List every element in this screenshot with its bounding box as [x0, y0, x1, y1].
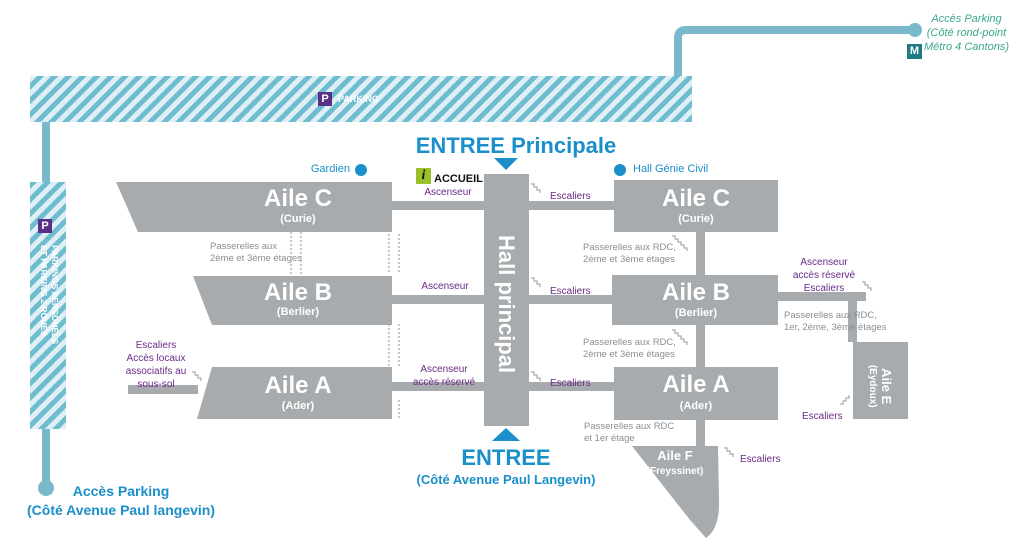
entree-principale: ENTREE Principale — [415, 133, 617, 158]
aile-f-name: Aile F — [657, 448, 693, 463]
passerelles-east-line2: 1er, 2ème, 3ème étages — [784, 322, 887, 334]
hall-principal-label: Hall principal — [494, 235, 519, 374]
ascenseur-label-1: Ascenseur — [424, 187, 472, 198]
aile-b-left-shape — [193, 276, 392, 325]
access-bottom-line1: Accès Parking — [72, 483, 170, 499]
aile-b-left-sub: (Berlier) — [276, 306, 320, 318]
passerelles-left-line1: Passerelles aux — [210, 241, 278, 252]
access-dot-top — [908, 23, 922, 37]
aile-b-right-name: Aile B — [661, 279, 730, 306]
aile-a-left-name: Aile A — [264, 372, 332, 399]
passerelles-right2-line2: 2ème et 3ème étages — [583, 349, 675, 361]
ascenseur-reserve-line2: accès réservé — [412, 377, 476, 388]
passerelles-f-label: Passerelles aux RDC et 1er étage — [584, 421, 674, 446]
access-top-line1: Accès Parking — [931, 13, 1002, 25]
escaliers-f-label: Escaliers — [740, 454, 781, 465]
parking-side-line2: ET PARKING 2 ROUES — [39, 245, 50, 337]
ascenseur-reserve-line1: Ascenseur — [420, 364, 468, 375]
aile-a-right-name: Aile A — [662, 371, 730, 398]
passerelles-east-label: Passerelles aux RDC, 1er, 2ème, 3ème éta… — [784, 310, 886, 335]
escaliers-e-label: Escaliers — [802, 411, 843, 422]
ascenseur-label-2: Ascenseur — [421, 281, 469, 292]
access-path-top — [674, 26, 915, 76]
access-bottom-line2: (Côté Avenue Paul langevin) — [27, 501, 215, 518]
parking-label: PARKING — [338, 94, 379, 104]
accueil-label: ACCUEIL — [434, 173, 483, 185]
passerelles-right1-line2: 2ème et 3ème étages — [583, 254, 675, 266]
aile-c-left-shape — [116, 182, 392, 232]
aile-a-left-sub: (Ader) — [281, 400, 315, 412]
passerelles-right2-line1: Passerelles aux RDC, — [583, 337, 676, 348]
access-top-line2: (Côté rond-point — [926, 26, 1007, 39]
hall-genie-civil-label: Hall Génie Civil — [633, 163, 709, 175]
passerelles-right1-label: Passerelles aux RDC, 2ème et 3ème étages — [583, 242, 676, 267]
aile-b-right-shape — [612, 275, 778, 325]
parking-side-line1: PARKINGS PERSONELS — [50, 245, 60, 345]
aile-e-name: Aile E — [879, 368, 895, 405]
aile-c-right-name: Aile C — [661, 185, 730, 212]
passerelles-east-line1: Passerelles aux RDC, — [784, 310, 877, 321]
passerelles-f-line2: et 1er étage — [584, 433, 635, 445]
entree-sud-arrow — [492, 428, 520, 441]
aile-f-sub: (Freyssinet) — [646, 466, 704, 477]
passerelles-right1-line1: Passerelles aux RDC, — [583, 242, 676, 253]
ascenseur-reserve-label: Ascenseur accès réservé — [405, 363, 483, 389]
info-icon: i — [416, 168, 431, 184]
escaliers-left-line3: associatifs au — [125, 366, 187, 377]
escaliers-left-label: Escaliers Accès locaux associatifs au so… — [112, 339, 200, 391]
east-access-line2: accès réservé — [792, 270, 856, 281]
passerelles-left-label: Passerelles aux 2ème et 3ème étages — [210, 241, 302, 266]
hall-genie-civil-marker — [614, 164, 626, 176]
aile-c-right-sub: (Curie) — [678, 213, 714, 225]
parking-icon-side: P — [38, 219, 52, 233]
east-access-line1: Ascenseur — [800, 257, 848, 268]
escaliers-label-3: Escaliers — [550, 378, 591, 389]
aile-e-label: Aile E (Eydoux) — [867, 351, 895, 421]
metro-icon: M — [907, 44, 922, 59]
aile-e-sub: (Eydoux) — [867, 364, 879, 408]
gardien-marker — [355, 164, 367, 176]
entree-principale-arrow — [494, 158, 518, 170]
aile-a-right-shape — [614, 367, 778, 420]
buildings — [116, 174, 908, 538]
access-top-label: Accès Parking (Côté rond-point Métro 4 C… — [924, 13, 1009, 54]
aile-c-left-sub: (Curie) — [280, 213, 316, 225]
access-top-line3: Métro 4 Cantons) — [924, 40, 1009, 53]
passerelles-f-line1: Passerelles aux RDC — [584, 421, 675, 432]
access-bottom-label: Accès Parking (Côté Avenue Paul langevin… — [8, 482, 234, 520]
aile-c-right-shape — [614, 180, 778, 232]
escaliers-left-line1: Escaliers — [135, 340, 177, 351]
passerelles-left-line2: 2ème et 3ème étages — [210, 253, 302, 265]
east-access-label: Ascenseur accès réservé Escaliers — [780, 256, 868, 295]
aile-b-right-sub: (Berlier) — [674, 307, 718, 319]
passerelles-right2-label: Passerelles aux RDC, 2ème et 3ème étages — [583, 337, 676, 362]
entree-sud-sub: (Côté Avenue Paul Langevin) — [416, 472, 596, 487]
stair-glyphs — [192, 183, 872, 457]
corridors — [128, 201, 866, 446]
escaliers-label-2: Escaliers — [550, 286, 591, 297]
east-access-line3: Escaliers — [803, 283, 845, 294]
aile-b-left-name: Aile B — [263, 279, 332, 306]
gardien-label: Gardien — [310, 163, 350, 175]
entree-sud: ENTREE — [461, 445, 551, 470]
access-dot-bottom — [38, 480, 54, 496]
parking-area-top — [30, 76, 692, 122]
escaliers-left-line2: Accès locaux — [126, 353, 186, 364]
parking-side-label: PARKINGS PERSONELS ET PARKING 2 ROUES — [39, 245, 60, 344]
aile-a-left-shape — [197, 367, 392, 419]
hall-principal-shape — [484, 174, 529, 426]
aile-a-right-sub: (Ader) — [679, 400, 713, 412]
parking-icon: P — [318, 92, 332, 106]
escaliers-left-line4: sous-sol — [137, 379, 175, 390]
aile-f-shape — [632, 446, 720, 538]
escaliers-label-1: Escaliers — [550, 191, 591, 202]
aile-e-shape — [853, 342, 908, 419]
aile-c-left-name: Aile C — [263, 185, 332, 212]
